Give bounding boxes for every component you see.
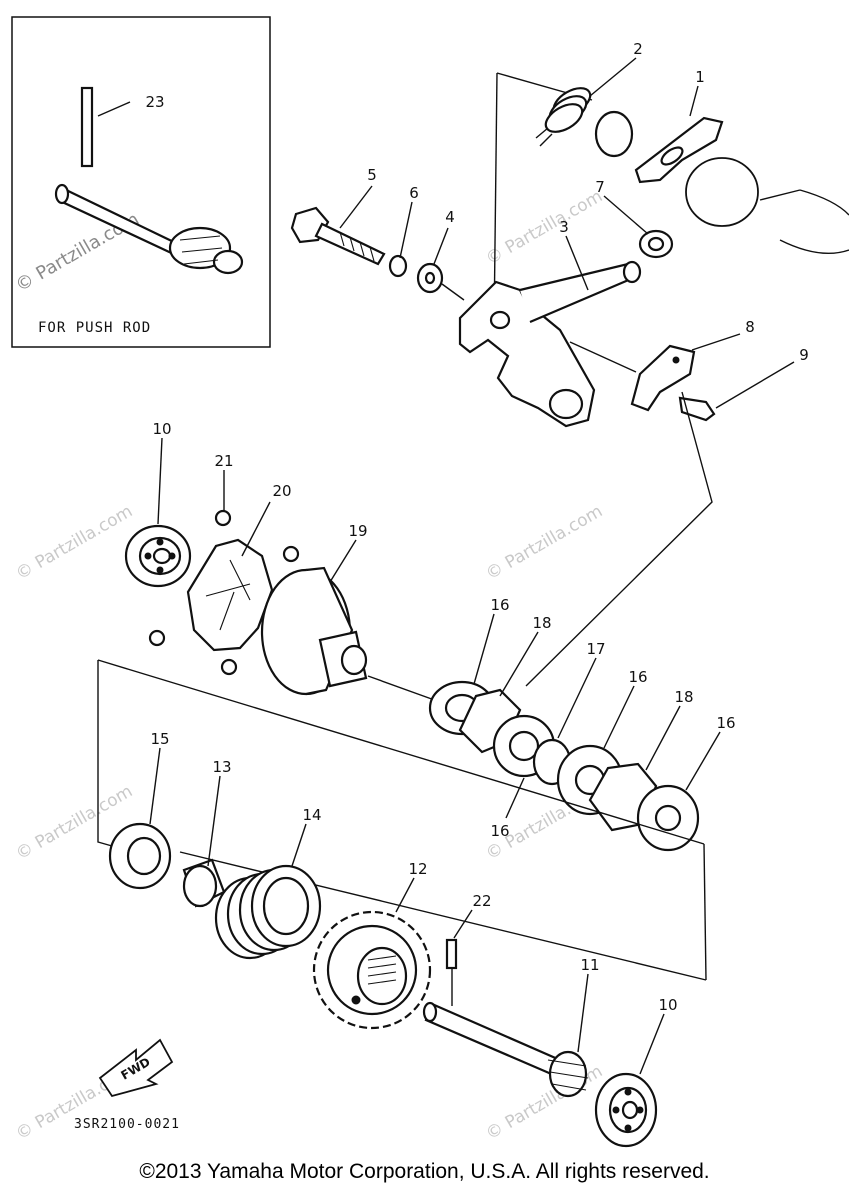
washer-6 bbox=[388, 254, 408, 278]
crankcase-shaft bbox=[685, 157, 759, 227]
shaft-11 bbox=[424, 1002, 562, 1078]
callout-7: 7 bbox=[595, 178, 605, 196]
callout-9: 9 bbox=[799, 346, 809, 364]
spring-14 bbox=[214, 864, 322, 960]
watermark-text: © Partzilla.com bbox=[483, 501, 607, 584]
ball-21 bbox=[282, 545, 300, 563]
watermark-text: © Partzilla.com bbox=[13, 501, 137, 584]
callout-8: 8 bbox=[745, 318, 755, 336]
lower-assembly: FWD 3SR2100-0021 bbox=[74, 659, 707, 1148]
callout-4: 4 bbox=[445, 208, 455, 226]
bearing-10-lower bbox=[594, 1072, 658, 1148]
clutch-boss-19 bbox=[260, 566, 368, 696]
clutch-assembly bbox=[124, 509, 700, 852]
ball-21 bbox=[220, 658, 238, 676]
callout-5: 5 bbox=[367, 166, 377, 184]
callout-13: 13 bbox=[212, 758, 231, 776]
pin-23 bbox=[80, 86, 94, 168]
callout-16d: 16 bbox=[490, 822, 509, 840]
actuator-rod bbox=[519, 262, 640, 324]
callout-22: 22 bbox=[472, 892, 491, 910]
callouts: 2 1 5 7 6 4 3 8 9 10 21 20 19 16 18 17 1… bbox=[150, 40, 808, 1014]
callout-21: 21 bbox=[214, 452, 233, 470]
copyright-footer: ©2013 Yamaha Motor Corporation, U.S.A. A… bbox=[139, 1160, 710, 1183]
callout-16c: 16 bbox=[716, 714, 735, 732]
callout-23: 23 bbox=[145, 93, 164, 111]
fwd-arrow-icon: FWD bbox=[98, 1038, 174, 1098]
cam-20 bbox=[186, 538, 274, 652]
bearing-10-upper bbox=[124, 524, 192, 588]
gear-12 bbox=[312, 910, 432, 1030]
screw-9 bbox=[678, 396, 716, 422]
inset-border bbox=[11, 16, 271, 348]
callout-1: 1 bbox=[695, 68, 705, 86]
watermark-text: © Partzilla.com bbox=[483, 186, 607, 269]
callout-18b: 18 bbox=[674, 688, 693, 706]
callout-17: 17 bbox=[586, 640, 605, 658]
callout-15: 15 bbox=[150, 730, 169, 748]
callout-2: 2 bbox=[633, 40, 643, 58]
ball-21 bbox=[148, 629, 166, 647]
push-rod-inset: 23 FOR PUSH ROD bbox=[11, 16, 271, 348]
callout-10b: 10 bbox=[658, 996, 677, 1014]
diagram-code: 3SR2100-0021 bbox=[74, 1117, 180, 1132]
callout-16a: 16 bbox=[490, 596, 509, 614]
leader-lines bbox=[149, 57, 795, 1075]
callout-3: 3 bbox=[559, 218, 569, 236]
callout-14: 14 bbox=[302, 806, 321, 824]
watermark-text: © Partzilla.com bbox=[483, 1061, 607, 1144]
callout-18a: 18 bbox=[532, 614, 551, 632]
ball-21 bbox=[214, 509, 232, 527]
callout-19: 19 bbox=[348, 522, 367, 540]
bolt-5 bbox=[290, 206, 386, 266]
callout-16b: 16 bbox=[628, 668, 647, 686]
callout-11: 11 bbox=[580, 956, 599, 974]
inset-caption: FOR PUSH ROD bbox=[38, 320, 151, 336]
spring-2 bbox=[535, 87, 592, 147]
callout-20: 20 bbox=[272, 482, 291, 500]
collar-boss bbox=[594, 110, 634, 158]
callout-12: 12 bbox=[408, 860, 427, 878]
upper-assembly bbox=[290, 72, 849, 687]
callout-10a: 10 bbox=[152, 420, 171, 438]
callout-6: 6 bbox=[409, 184, 419, 202]
pin-22 bbox=[445, 938, 458, 970]
